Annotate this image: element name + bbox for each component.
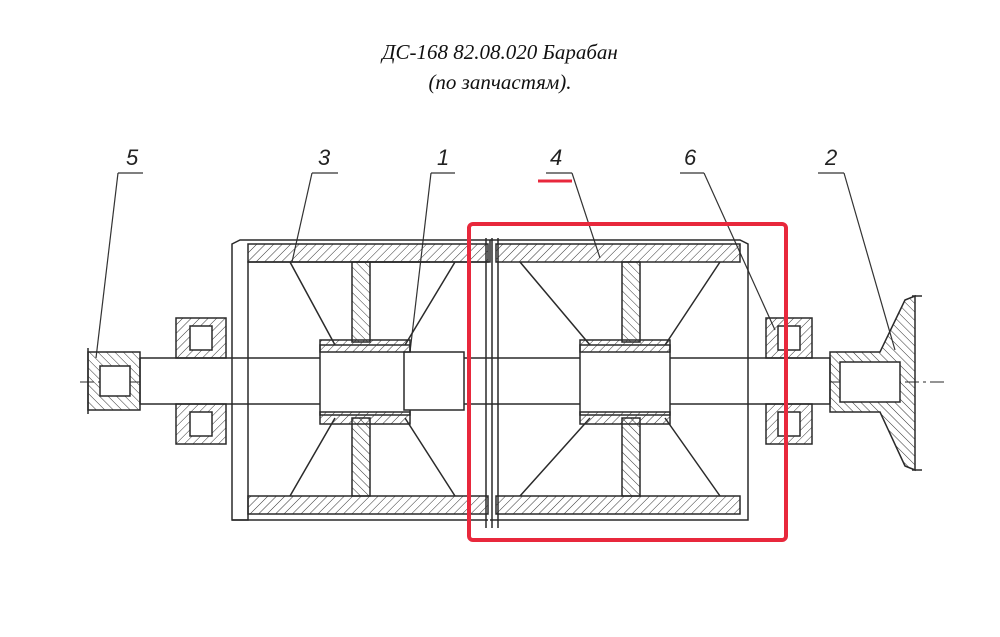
drum-shell-right (490, 239, 749, 521)
right-flange (829, 294, 922, 472)
right-bearing-housing (765, 317, 813, 445)
drawing-subtitle: (по запчастям). (428, 70, 572, 94)
center-joint (485, 238, 499, 528)
shaft (80, 344, 945, 416)
callout-2: 2 (825, 145, 838, 170)
callout-1: 1 (437, 145, 450, 170)
callout-6: 6 (684, 145, 697, 170)
drum-shell-left (231, 239, 491, 521)
callout-3: 3 (318, 145, 331, 170)
part-4-highlight-frame (467, 222, 788, 542)
callout-5: 5 (126, 145, 139, 170)
left-end-cap (87, 348, 141, 414)
left-bearing-housing (175, 317, 227, 445)
callout-4: 4 (550, 145, 563, 170)
drawing-title: ДС-168 82.08.020 Барабан (382, 40, 618, 64)
